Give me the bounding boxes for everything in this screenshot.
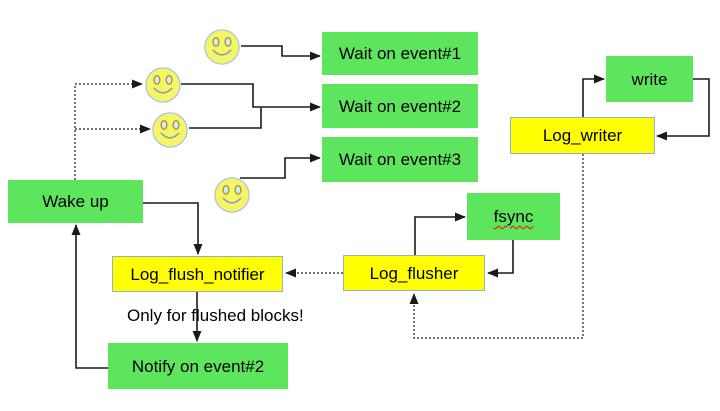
node-label: Wait on event#1 — [338, 44, 462, 63]
node-wait-on-event2[interactable]: Wait on event#2 — [322, 84, 478, 128]
node-fsync[interactable]: fsync — [467, 193, 560, 240]
node-label: Wait on event#3 — [338, 150, 462, 169]
node-write[interactable]: write — [606, 56, 693, 102]
node-log-writer[interactable]: Log_writer — [510, 117, 655, 154]
dotted-arrow-wake-up-to-smiley2 — [74, 79, 143, 180]
node-label: fsync — [493, 207, 534, 226]
node-log-flush-notifier[interactable]: Log_flush_notifier — [112, 256, 283, 292]
arrow-smiley1-to-wait-event1 — [241, 45, 321, 61]
smiley-face-icon[interactable] — [204, 29, 240, 65]
dotted-arrow-log-writer-to-log-flusher — [409, 154, 584, 339]
arrow-notify-event2-to-wake-up — [71, 224, 108, 369]
arrow-smiley2-to-wait-event2 — [181, 83, 321, 112]
node-label: write — [631, 69, 668, 89]
arrow-fsync-to-log-flusher — [487, 240, 514, 278]
smiley-face-icon[interactable] — [214, 177, 250, 213]
node-label: Notify on event#2 — [131, 356, 265, 376]
arrow-wake-up-to-log-flush-notifier — [143, 202, 203, 255]
node-label: Wake up — [42, 192, 109, 211]
flushed-blocks-note[interactable]: Only for flushed blocks! — [127, 306, 304, 325]
arrow-smiley4-to-wait-event3 — [240, 153, 321, 179]
node-label: Wait on event#2 — [338, 96, 462, 116]
node-notify-on-event2[interactable]: Notify on event#2 — [108, 343, 288, 389]
node-label: Log_flusher — [369, 263, 459, 283]
node-label: Log_writer — [542, 126, 623, 145]
arrow-log-writer-to-write — [582, 74, 605, 117]
node-wait-on-event1[interactable]: Wait on event#1 — [322, 32, 478, 75]
node-wake-up[interactable]: Wake up — [8, 180, 143, 223]
arrow-write-to-log-writer — [656, 78, 710, 141]
arrow-smiley3-merge-line — [189, 107, 262, 129]
arrow-log-flusher-to-fsync — [414, 212, 466, 255]
node-log-flusher[interactable]: Log_flusher — [343, 255, 485, 291]
node-label: Log_flush_notifier — [130, 264, 265, 284]
smiley-face-icon[interactable] — [152, 112, 188, 148]
smiley-face-icon[interactable] — [145, 67, 181, 103]
node-wait-on-event3[interactable]: Wait on event#3 — [322, 137, 478, 182]
